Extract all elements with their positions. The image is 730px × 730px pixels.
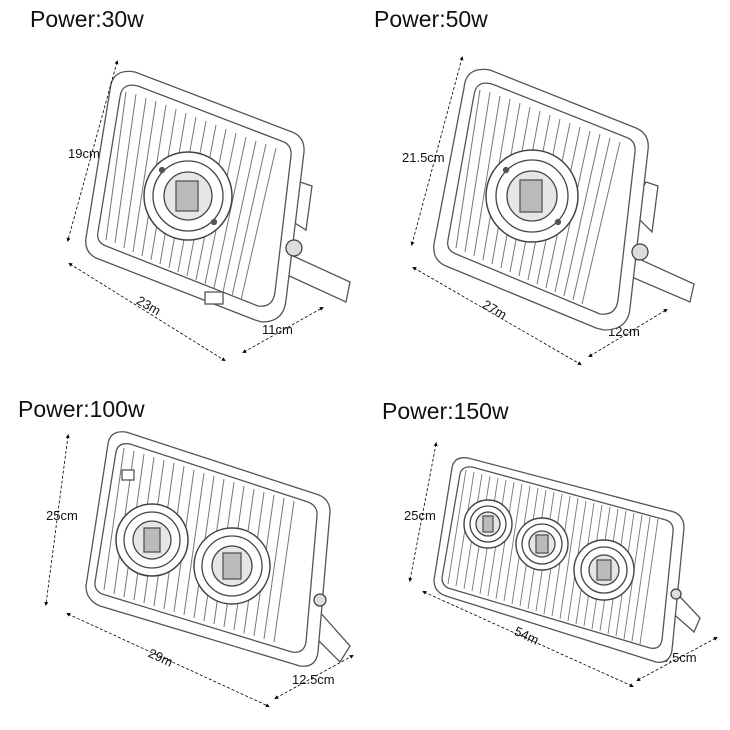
panel-3-title: Power:100w xyxy=(18,396,145,422)
panel-3-dimension-lines xyxy=(44,434,354,707)
panel-4-title: Power:150w xyxy=(382,398,509,424)
panel-4-dimension-lines xyxy=(408,442,718,687)
panel-2-dimension-lines xyxy=(410,56,668,366)
panel-1-dimension-lines xyxy=(66,60,324,362)
panel-2-title: Power:50w xyxy=(374,6,488,32)
floodlight-50w-drawing xyxy=(433,68,695,331)
floodlight-150w-drawing xyxy=(433,457,701,663)
panel-1-title: Power:30w xyxy=(30,6,144,32)
floodlight-100w-drawing xyxy=(85,431,351,667)
floodlight-30w-drawing xyxy=(85,70,351,323)
